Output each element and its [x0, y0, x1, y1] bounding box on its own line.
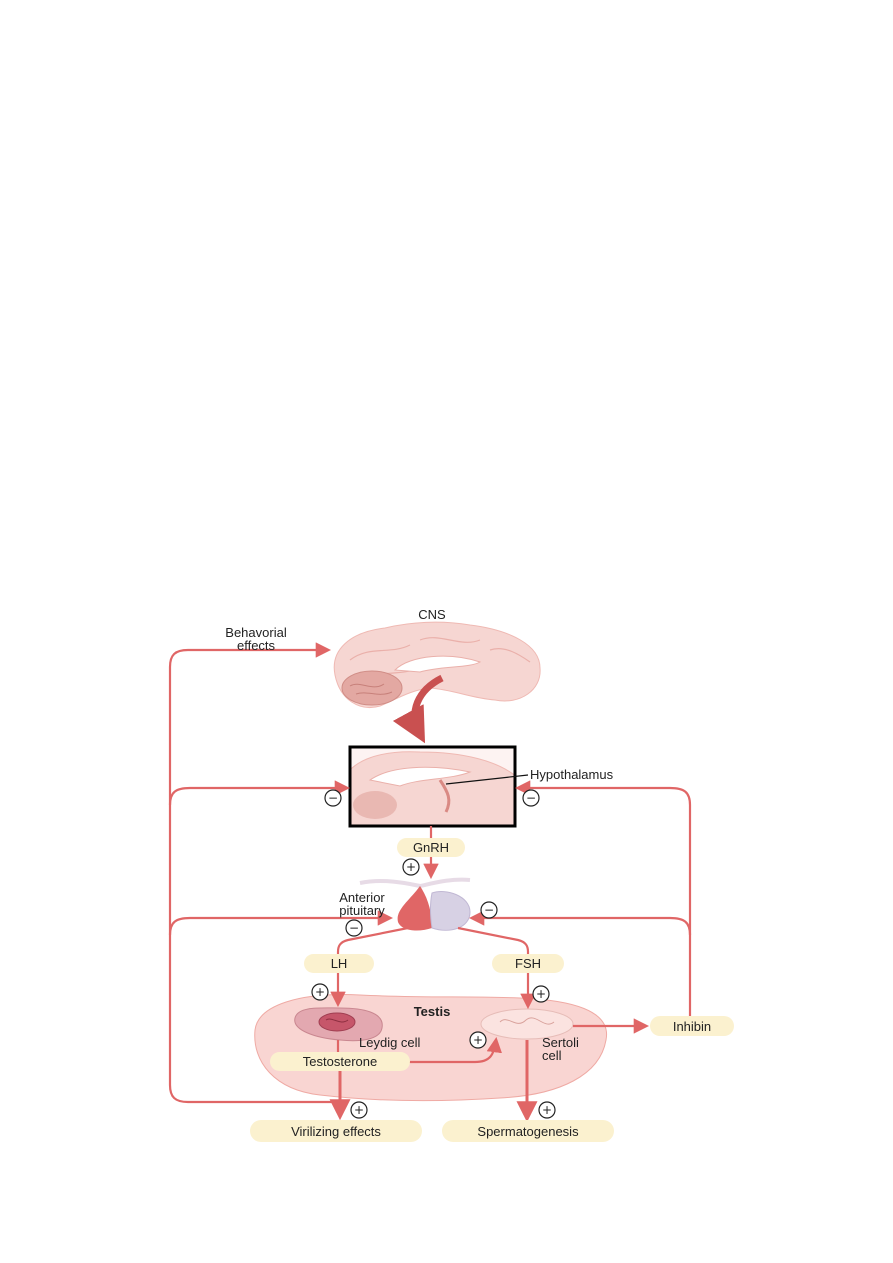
brain-illustration [333, 621, 541, 744]
anterior-pituitary-label-line2: pituitary [339, 903, 385, 918]
plus-sign-testosterone: + [469, 1031, 487, 1049]
anterior-pituitary-label-line1: Anterior [339, 890, 385, 905]
testis-illustration [254, 994, 608, 1102]
spermatogenesis-pill: Spermatogenesis [442, 1120, 614, 1142]
svg-text:Inhibin: Inhibin [673, 1019, 711, 1034]
svg-text:−: − [328, 791, 338, 805]
svg-text:−: − [349, 921, 359, 935]
svg-text:FSH: FSH [515, 956, 541, 971]
svg-text:+: + [406, 860, 416, 874]
svg-text:Spermatogenesis: Spermatogenesis [477, 1124, 579, 1139]
sertoli-cell-label-line1: Sertoli [542, 1035, 579, 1050]
svg-text:+: + [354, 1103, 364, 1117]
leydig-cell-label: Leydig cell [359, 1035, 421, 1050]
svg-text:+: + [473, 1033, 483, 1047]
svg-text:+: + [536, 987, 546, 1001]
virilizing-effects-pill: Virilizing effects [250, 1120, 422, 1142]
plus-sign-fsh: + [532, 985, 550, 1003]
svg-text:+: + [315, 985, 325, 999]
hypothalamus-box [348, 745, 529, 828]
minus-sign-pituitary-right: − [480, 901, 498, 919]
behavioral-label-line1: Behavorial [225, 625, 287, 640]
testosterone-pill: Testosterone [270, 1052, 410, 1071]
gnrh-pill: GnRH [397, 838, 465, 857]
sertoli-cell-label-line2: cell [542, 1048, 562, 1063]
svg-text:−: − [526, 791, 536, 805]
svg-text:−: − [484, 903, 494, 917]
cns-label: CNS [418, 607, 446, 622]
fsh-pill: FSH [492, 954, 564, 973]
svg-text:+: + [542, 1103, 552, 1117]
svg-text:Virilizing effects: Virilizing effects [291, 1124, 381, 1139]
minus-sign-hypothalamus-left: − [324, 789, 342, 807]
plus-sign-lh: + [311, 983, 329, 1001]
plus-sign-gnrh: + [402, 858, 420, 876]
lh-pill: LH [304, 954, 374, 973]
minus-sign-pituitary-left: − [345, 919, 363, 937]
pituitary-illustration [359, 877, 471, 931]
testis-label: Testis [414, 1004, 451, 1019]
plus-sign-spermatogenesis: + [538, 1101, 556, 1119]
minus-sign-hypothalamus-right: − [522, 789, 540, 807]
feedback-arrows [168, 642, 692, 1123]
behavioral-label-line2: effects [237, 638, 276, 653]
svg-text:Testosterone: Testosterone [303, 1054, 377, 1069]
hypothalamus-label: Hypothalamus [530, 767, 614, 782]
svg-text:LH: LH [331, 956, 348, 971]
inhibin-pill: Inhibin [650, 1016, 734, 1036]
svg-text:GnRH: GnRH [413, 840, 449, 855]
plus-sign-virilizing: + [350, 1101, 368, 1119]
